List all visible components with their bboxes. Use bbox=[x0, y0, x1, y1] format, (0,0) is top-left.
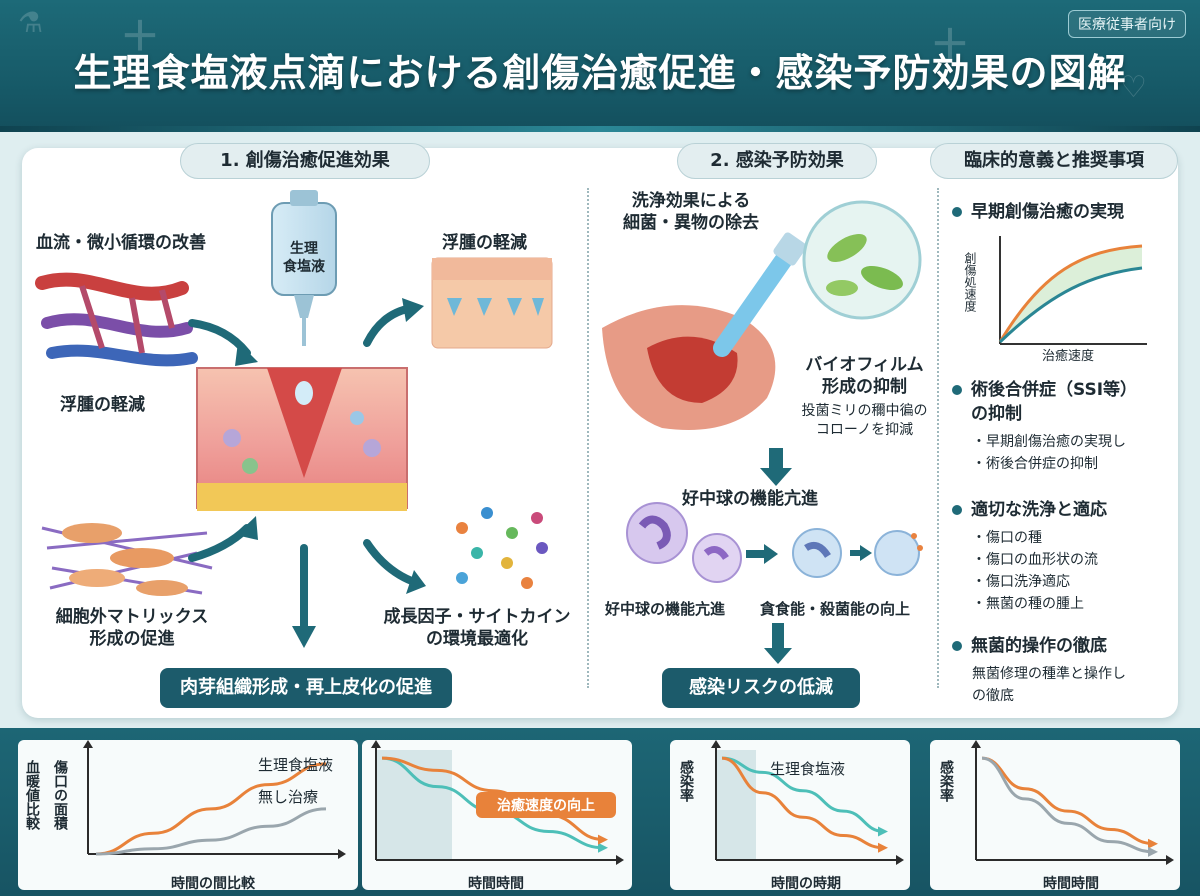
series-line bbox=[721, 756, 885, 833]
series-arrowhead bbox=[598, 834, 608, 845]
biofilm-sublabel: 投菌ミリの穪中徧のコローノを抑減 bbox=[801, 403, 928, 438]
phagocytosis-label: 貪食能・殺菌能の向上 bbox=[760, 600, 911, 618]
blood-flow-label: 血流・微小循環の改善 bbox=[36, 233, 206, 253]
shaded-region bbox=[376, 750, 452, 860]
annotation-label: 治癒速度の向上 bbox=[497, 797, 595, 814]
y-axis-label: 血暖値比較 bbox=[24, 759, 41, 831]
legend-label: 生理食塩液 bbox=[258, 756, 333, 774]
legend-label: 無し治療 bbox=[258, 788, 318, 806]
mini-chart-ylabel: 創傷処速度 bbox=[963, 252, 977, 312]
ecm-label: 細胞外マトリックス形成の促進 bbox=[55, 607, 209, 649]
series-arrowhead bbox=[1148, 838, 1158, 849]
main-panel: 1. 創傷治癒促進効果 2. 感染予防効果 臨床的意義と推奨事項 bbox=[22, 143, 1178, 718]
list-item: ・術後合併症の抑制 bbox=[972, 456, 1098, 472]
y-axis-label: 感染率 bbox=[678, 759, 694, 803]
list-item: の徹底 bbox=[972, 688, 1014, 704]
series-line bbox=[981, 756, 1155, 846]
recommendation-item: 無菌的操作の徹底 bbox=[952, 634, 1107, 658]
healing-mini-chart: 創傷処速度 治癒速度 bbox=[963, 236, 1147, 362]
series-line bbox=[95, 762, 327, 856]
saline-bag-label: 生理食塩液 bbox=[283, 241, 325, 275]
growth-factor-icon bbox=[456, 507, 548, 589]
washing-label: 洗浄効果による細菌・異物の除去 bbox=[623, 191, 759, 233]
edema-right-label: 浮腫の軽減 bbox=[442, 233, 527, 253]
list-item: 無菌修理の種準と操作し bbox=[972, 666, 1126, 682]
series-line bbox=[981, 756, 1155, 854]
series-line bbox=[721, 756, 885, 850]
audience-badge: 医療従事者向け bbox=[1068, 10, 1186, 38]
legend-label: 生理食塩液 bbox=[770, 760, 845, 778]
edema-left-label: 浮腫の軽減 bbox=[60, 395, 145, 415]
series-arrowhead bbox=[878, 842, 888, 853]
list-item: ・傷口の血形状の流 bbox=[972, 552, 1098, 568]
annotation-badge bbox=[476, 792, 616, 818]
arrow-icon bbox=[971, 740, 981, 748]
list-item: ・無菌の種の腫上 bbox=[972, 596, 1084, 612]
series-line bbox=[381, 756, 605, 842]
heart-icon: ♡ bbox=[1120, 70, 1147, 105]
biofilm-label: バイオフィルム形成の抑制 bbox=[805, 355, 924, 397]
arrow-icon bbox=[1166, 855, 1174, 865]
growth-factor-label: 成長因子・サイトカインの環境最適化 bbox=[383, 607, 571, 649]
section1-heading: 1. 創傷治癒促進効果 bbox=[180, 143, 430, 179]
section1-result-banner: 肉芽組織形成・再上皮化の促進 bbox=[160, 668, 452, 708]
series-arrowhead bbox=[878, 826, 888, 837]
y-axis-label: 傷口の面積 bbox=[52, 759, 69, 831]
page-title: 生理食塩液点滴における創傷治癒促進・感染予防効果の図解 bbox=[73, 51, 1127, 95]
series-arrowhead bbox=[1148, 846, 1158, 857]
header: ＋ ＋ ⚗ ♡ 医療従事者向け 生理食塩液点滴における創傷治癒促進・感染予防効果… bbox=[0, 0, 1200, 132]
plus-icon: ＋ bbox=[930, 22, 970, 68]
arrow-icon bbox=[896, 855, 904, 865]
list-item: ・早期創傷治癒の実現し bbox=[972, 434, 1126, 450]
neutrophil-left-label: 好中球の機能亢進 bbox=[605, 600, 726, 618]
recommendation-item: 適切な洗浄と適応 bbox=[952, 498, 1107, 522]
neutrophil-label: 好中球の機能亢進 bbox=[682, 489, 818, 509]
section2-result-banner: 感染リスクの低減 bbox=[662, 668, 860, 708]
x-axis-label: 時間時間 bbox=[468, 875, 524, 890]
wound-healing-illustration bbox=[35, 190, 553, 648]
plus-icon: ＋ bbox=[120, 14, 160, 60]
arrow-icon bbox=[83, 740, 93, 748]
list-item: ・傷口の種 bbox=[972, 530, 1042, 546]
section2-heading: 2. 感染予防効果 bbox=[677, 143, 877, 179]
x-axis-label: 時間の時期 bbox=[771, 875, 841, 890]
infection-prevention-illustration bbox=[602, 200, 923, 664]
x-axis-label: 時間時間 bbox=[1043, 875, 1099, 890]
recommendation-item: 早期創傷治癒の実現 bbox=[952, 200, 1124, 224]
arrow-icon bbox=[371, 740, 381, 748]
section3-heading: 臨床的意義と推奨事項 bbox=[930, 143, 1178, 179]
x-axis-label: 時間の間比較 bbox=[171, 875, 256, 890]
series-arrowhead bbox=[598, 842, 608, 853]
bottom-chart-strip: 生理食塩液無し治療 血暖値比較傷口の面積時間の間比較 時間時間 治癒速度の向上 生理… bbox=[0, 728, 1200, 896]
mini-chart-xlabel: 治癒速度 bbox=[1042, 348, 1094, 362]
divider bbox=[937, 188, 939, 688]
bacteria-icon bbox=[802, 200, 922, 320]
recommendation-item: 術後合併症（SSI等） の抑制 bbox=[952, 378, 1137, 426]
flask-icon: ⚗ bbox=[18, 6, 44, 39]
blood-vessel-icon bbox=[35, 272, 198, 367]
arrow-icon bbox=[338, 849, 346, 859]
arrow-icon bbox=[711, 740, 721, 748]
neutrophil-icon bbox=[626, 502, 923, 583]
y-axis-label: 感栥率 bbox=[938, 759, 954, 803]
fibroblast-icon bbox=[41, 523, 213, 596]
list-item: ・傷口洗浄適応 bbox=[972, 574, 1070, 590]
chart-1: 生理食塩液無し治療 血暖値比較傷口の面積時間の間比較 bbox=[18, 740, 358, 890]
series-line bbox=[95, 807, 327, 856]
arrow-icon bbox=[616, 855, 624, 865]
divider bbox=[587, 188, 589, 688]
chart-2: 時間時間 治癒速度の向上 bbox=[362, 740, 632, 890]
